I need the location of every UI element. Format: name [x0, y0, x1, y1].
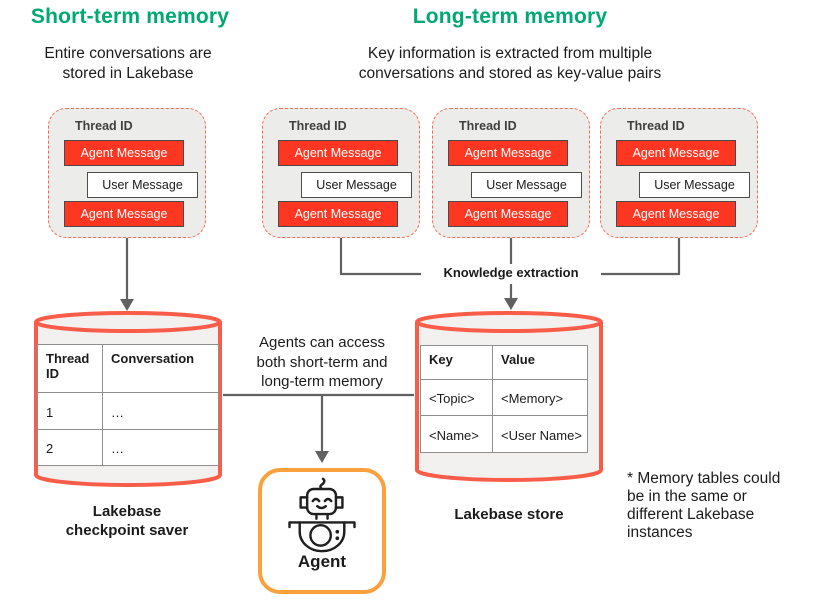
column-header: Value [492, 345, 588, 380]
footnote-line: instances [627, 524, 693, 541]
note-line: Agents can access [259, 334, 385, 351]
caption-line: checkpoint saver [65, 522, 189, 539]
table-row: <Name> <User Name> [420, 415, 588, 453]
footnote-line: * Memory tables could [627, 470, 781, 487]
checkpoint-saver-caption: Lakebase checkpoint saver [27, 502, 227, 540]
table-cell: <User Name> [492, 415, 588, 453]
thread-card-short-term: Thread ID Agent Message User Message Age… [48, 108, 206, 238]
user-message-box: User Message [471, 172, 582, 198]
footnote-line: be in the same or [627, 488, 747, 505]
caption-line: Lakebase [92, 503, 162, 520]
user-message-box: User Message [301, 172, 412, 198]
column-header: Thread ID [37, 344, 103, 393]
table-cell: 1 [37, 392, 103, 430]
agent-message-box: Agent Message [64, 140, 184, 166]
short-term-memory-title: Short-term memory [30, 5, 230, 28]
thread-card-long-term-3: Thread ID Agent Message User Message Age… [600, 108, 758, 238]
table-cell: <Name> [420, 415, 493, 453]
table-row: <Topic> <Memory> [420, 379, 588, 416]
table-cell: … [102, 392, 219, 430]
user-message-box: User Message [639, 172, 750, 198]
subtitle-line: Entire conversations are [44, 45, 212, 62]
long-term-subtitle: Key information is extracted from multip… [320, 44, 700, 84]
thread-id-label: Thread ID [627, 119, 685, 133]
table-row: 1 … [37, 392, 219, 430]
short-term-subtitle: Entire conversations are stored in Lakeb… [8, 44, 248, 84]
knowledge-extraction-label: Knowledge extraction [421, 265, 601, 280]
agent-message-box: Agent Message [278, 201, 398, 227]
table-row: 2 … [37, 429, 219, 466]
table-cell: <Memory> [492, 379, 588, 416]
robot-icon [288, 477, 356, 553]
agent-message-box: Agent Message [448, 201, 568, 227]
column-header: Conversation [102, 344, 219, 393]
table-cell: 2 [37, 429, 103, 466]
agent-message-box: Agent Message [448, 140, 568, 166]
memory-tables-footnote: * Memory tables could be in the same or … [627, 470, 822, 542]
store-table: Key Value <Topic> <Memory> <Name> <User … [420, 345, 588, 453]
table-cell: … [102, 429, 219, 466]
note-line: long-term memory [261, 373, 383, 390]
thread-id-label: Thread ID [75, 119, 133, 133]
column-header: Key [420, 345, 493, 380]
checkpoint-table: Thread ID Conversation 1 … 2 … [37, 344, 219, 466]
agent-message-box: Agent Message [278, 140, 398, 166]
thread-id-label: Thread ID [289, 119, 347, 133]
agent-message-box: Agent Message [616, 201, 736, 227]
lakebase-store-caption: Lakebase store [454, 506, 564, 523]
agents-access-note: Agents can access both short-term and lo… [240, 333, 404, 392]
thread-card-long-term-1: Thread ID Agent Message User Message Age… [262, 108, 420, 238]
subtitle-line: Key information is extracted from multip… [367, 45, 653, 62]
agent-message-box: Agent Message [64, 201, 184, 227]
thread-card-long-term-2: Thread ID Agent Message User Message Age… [432, 108, 590, 238]
subtitle-line: stored in Lakebase [62, 65, 194, 82]
table-cell: <Topic> [420, 379, 493, 416]
long-term-memory-title: Long-term memory [412, 5, 608, 28]
agent-message-box: Agent Message [616, 140, 736, 166]
note-line: both short-term and [256, 353, 388, 371]
footnote-line: different Lakebase [627, 506, 755, 523]
agent-label: Agent [297, 552, 347, 571]
subtitle-line: conversations and stored as key-value pa… [358, 65, 662, 82]
thread-id-label: Thread ID [459, 119, 517, 133]
agent-node: Agent [258, 468, 386, 594]
user-message-box: User Message [87, 172, 198, 198]
